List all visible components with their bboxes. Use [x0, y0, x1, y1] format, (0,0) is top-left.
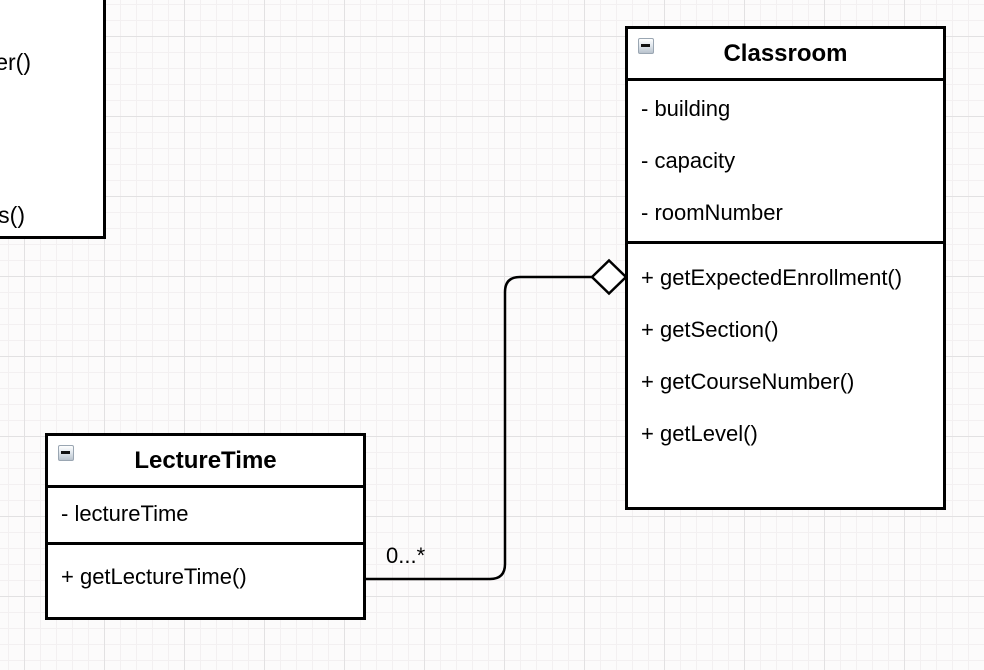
clipped-method-text: er(): [0, 49, 31, 75]
clipped-method-text: s(): [0, 202, 25, 228]
methods-section: + getExpectedEnrollment() + getSection()…: [628, 244, 943, 460]
class-header: LectureTime: [48, 436, 363, 488]
attribute-row[interactable]: - roomNumber: [641, 200, 783, 225]
minus-icon: [641, 44, 650, 47]
class-title: LectureTime: [134, 447, 277, 474]
edge-path[interactable]: [365, 275, 592, 581]
attribute-row[interactable]: - capacity: [641, 148, 736, 173]
minus-icon: [61, 451, 70, 454]
attributes-section: - lectureTime: [48, 488, 363, 545]
collapse-toggle-button[interactable]: [638, 38, 654, 54]
method-row[interactable]: + getCourseNumber(): [641, 369, 855, 394]
method-row[interactable]: + getLevel(): [641, 421, 758, 446]
method-row[interactable]: + getLectureTime(): [61, 564, 247, 589]
class-box-lecturetime[interactable]: LectureTime - lectureTime + getLectureTi…: [45, 433, 366, 620]
partial-class-box[interactable]: er() s(): [0, 0, 106, 239]
class-title: Classroom: [723, 40, 848, 67]
class-box-classroom[interactable]: Classroom - building - capacity - roomNu…: [625, 26, 946, 510]
class-header: Classroom: [628, 29, 943, 81]
methods-section: + getLectureTime(): [48, 545, 363, 603]
multiplicity-label[interactable]: 0...*: [386, 543, 426, 568]
attribute-row[interactable]: - lectureTime: [61, 501, 189, 526]
collapse-toggle-button[interactable]: [58, 445, 74, 461]
attributes-section: - building - capacity - roomNumber: [628, 81, 943, 244]
method-row[interactable]: + getExpectedEnrollment(): [641, 265, 903, 290]
aggregation-diamond-icon: [590, 258, 628, 296]
method-row[interactable]: + getSection(): [641, 317, 779, 342]
attribute-row[interactable]: - building: [641, 96, 731, 121]
